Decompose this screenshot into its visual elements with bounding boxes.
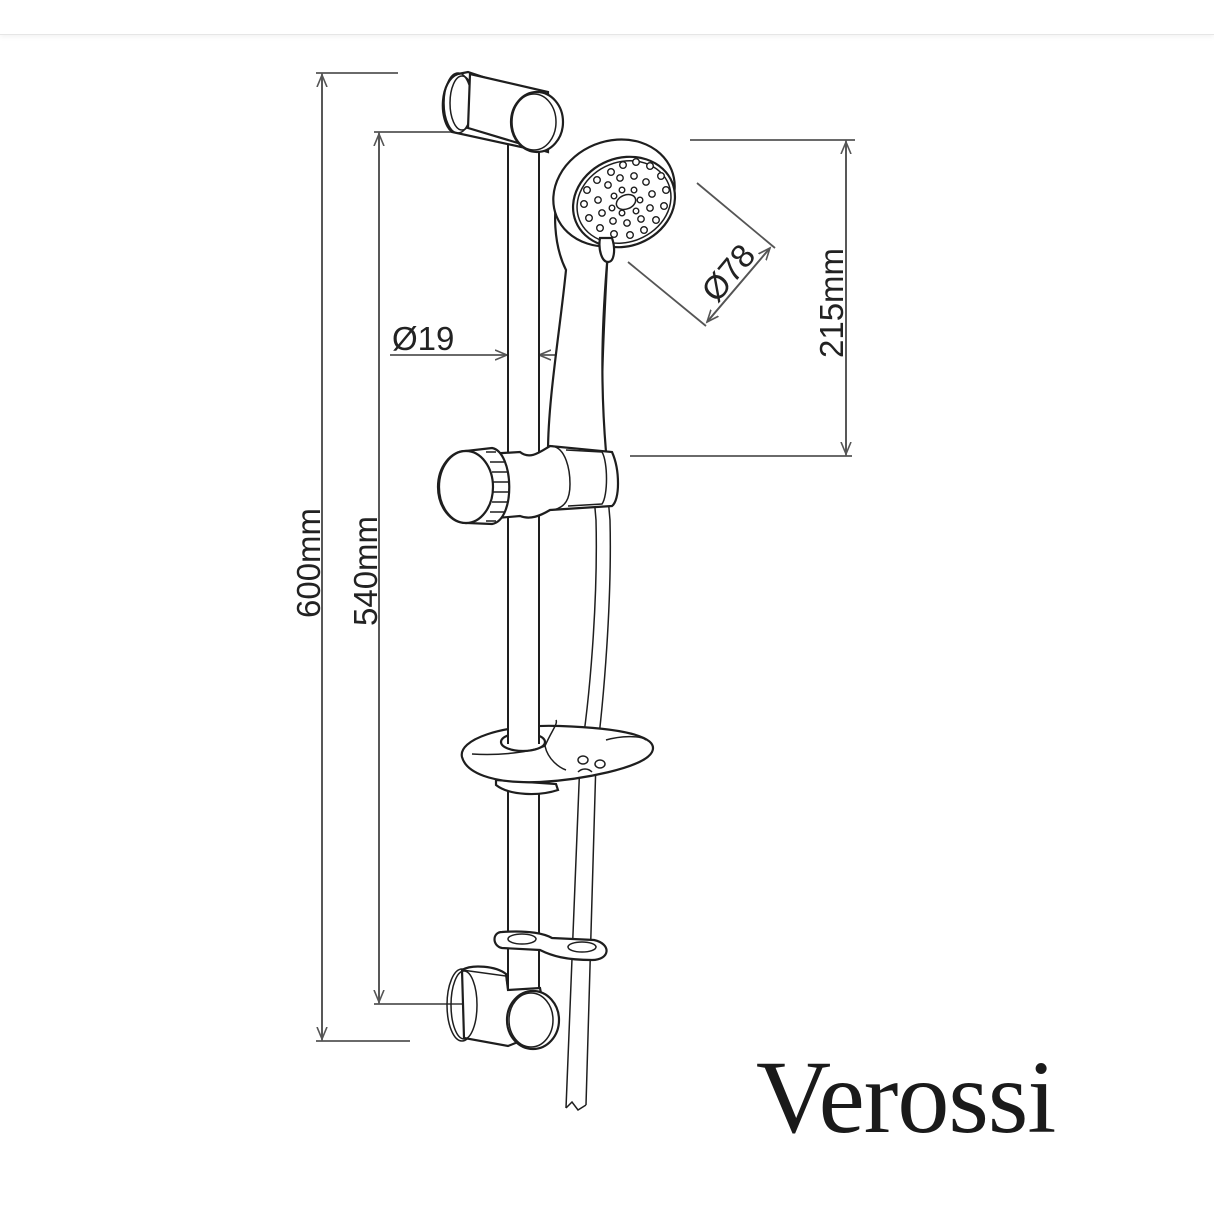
dimension-215mm: 215mm <box>630 139 855 457</box>
dimension-label-600mm: 600mm <box>290 508 327 618</box>
drain-hole <box>577 755 589 765</box>
spray-mode-lever <box>598 236 616 264</box>
spray-nozzles <box>580 157 671 239</box>
top-bar <box>0 0 1214 35</box>
soap-dish <box>460 700 655 796</box>
slide-rail <box>507 120 540 1035</box>
dimension-label-19: Ø19 <box>392 320 454 357</box>
drain-hole <box>594 759 606 769</box>
dimension-600mm: 600mm <box>290 72 410 1042</box>
knob-grip <box>486 451 509 522</box>
slider-holder <box>436 444 620 526</box>
dimension-label-540mm: 540mm <box>347 516 384 626</box>
dimension-label-78: Ø78 <box>694 237 762 309</box>
dimension-rail-diameter: Ø19 <box>390 320 585 357</box>
dimension-label-215mm: 215mm <box>813 248 850 358</box>
brand-logo: Verossi <box>756 1040 1055 1155</box>
top-wall-bracket <box>441 70 565 154</box>
shower-head <box>552 138 677 264</box>
hose-retaining-ring <box>493 930 608 962</box>
bottom-wall-bracket <box>446 965 561 1051</box>
